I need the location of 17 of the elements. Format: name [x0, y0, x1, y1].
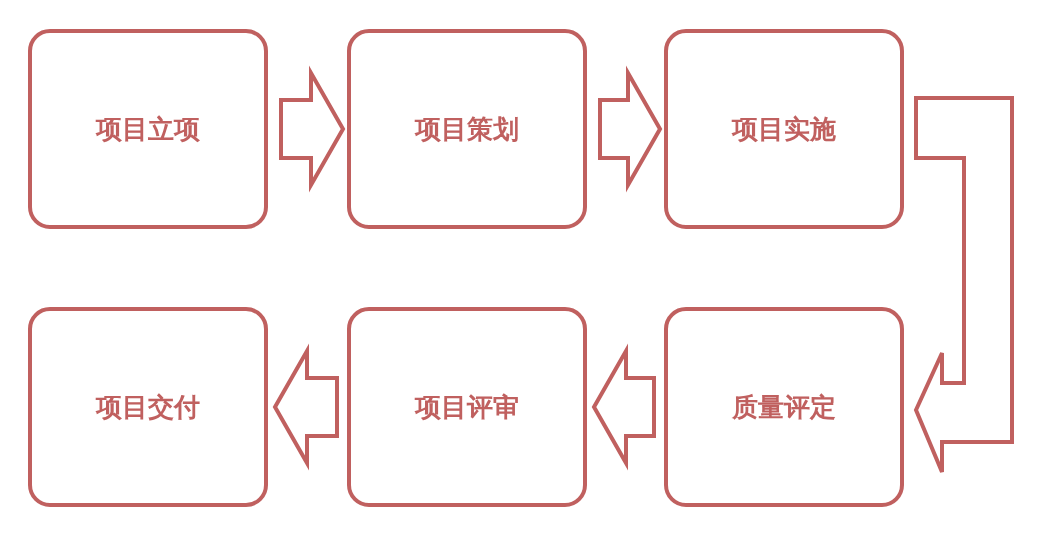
block-arrow [598, 65, 663, 193]
step-label: 项目立项 [96, 112, 200, 146]
step-label: 项目评审 [415, 390, 519, 424]
process-box [347, 307, 587, 507]
block-arrow [272, 343, 339, 471]
process-box [347, 29, 587, 229]
process-box [28, 29, 268, 229]
step-label: 项目实施 [732, 112, 836, 146]
step-label: 项目策划 [415, 112, 519, 146]
block-arrow [913, 96, 1014, 474]
block-arrow [279, 65, 346, 193]
step-label: 项目交付 [96, 390, 200, 424]
block-arrow [591, 343, 656, 471]
process-box [664, 29, 904, 229]
step-label: 质量评定 [732, 390, 836, 424]
process-box [664, 307, 904, 507]
process-box [28, 307, 268, 507]
